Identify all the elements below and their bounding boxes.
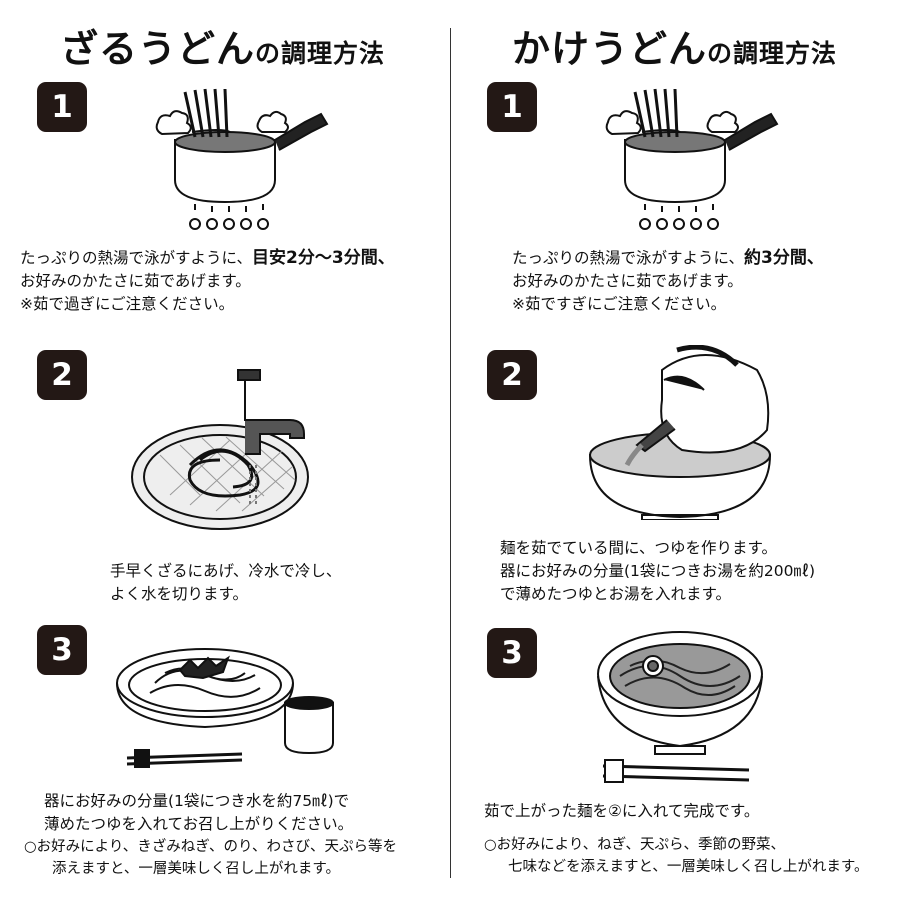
kake-udon-bowl-icon — [597, 631, 763, 783]
zaru-title-suffix: の調理方法 — [255, 39, 386, 68]
column-divider — [450, 28, 451, 878]
zaru-step-2-badge: 2 — [37, 350, 87, 400]
boiling-pot-icon — [605, 88, 779, 230]
zaru-title-main: ざるうどん — [60, 27, 256, 71]
kake-title-main: かけうどん — [512, 27, 708, 71]
boiling-pot-icon — [155, 88, 329, 230]
kake-serving-note: ○お好みにより、ねぎ、天ぷら、季節の野菜、 七味などを添えますと、一層美味しく召… — [484, 837, 869, 875]
kake-title-suffix: の調理方法 — [707, 39, 838, 68]
zaru-step-3-text: 器にお好みの分量(1袋につき水を約75㎖)で 薄めたつゆを入れてお召し上がりくだ… — [44, 792, 354, 833]
kake-step-2-text: 麺を茹でている間に、つゆを作ります。 器にお好みの分量(1袋につきお湯を約200… — [500, 539, 816, 603]
kake-step-2-badge: 2 — [487, 350, 537, 400]
kake-step-3-badge: 3 — [487, 628, 537, 678]
kake-step-1-badge: 1 — [487, 82, 537, 132]
zaru-step-1-badge: 1 — [37, 82, 87, 132]
zaru-serving-note: ○お好みにより、きざみねぎ、のり、わさび、天ぷら等を 添えますと、一層美味しく召… — [24, 839, 397, 877]
zaru-title: ざるうどんの調理方法 — [60, 18, 385, 73]
kettle-pouring-icon — [588, 345, 772, 520]
kake-step-1-text: たっぷりの熱湯で泳がすように、約3分間、 お好みのかたさに茹であげます。 ※茹で… — [512, 248, 824, 313]
kake-step-3-text: 茹で上がった麺を②に入れて完成です。 — [484, 802, 760, 820]
zaru-step-3-badge: 3 — [37, 625, 87, 675]
kake-title: かけうどんの調理方法 — [512, 18, 837, 73]
kake-udon-column: かけうどんの調理方法 1 たっぷりの熱湯で泳がすように、約3分間、 お好みのかた… — [450, 0, 900, 900]
zaru-step-1-text: たっぷりの熱湯で泳がすように、目安2分〜3分間、 お好みのかたさに茹であげます。… — [20, 248, 395, 313]
colander-faucet-icon — [131, 369, 309, 530]
zaru-step-2-text: 手早くざるにあげ、冷水で冷し、 よく水を切ります。 — [110, 562, 342, 603]
zaru-udon-plate-icon — [116, 648, 334, 768]
zaru-udon-column: ざるうどんの調理方法 1 たっぷりの熱湯で泳がすように、目安2分〜3分間、 お好… — [20, 18, 397, 877]
